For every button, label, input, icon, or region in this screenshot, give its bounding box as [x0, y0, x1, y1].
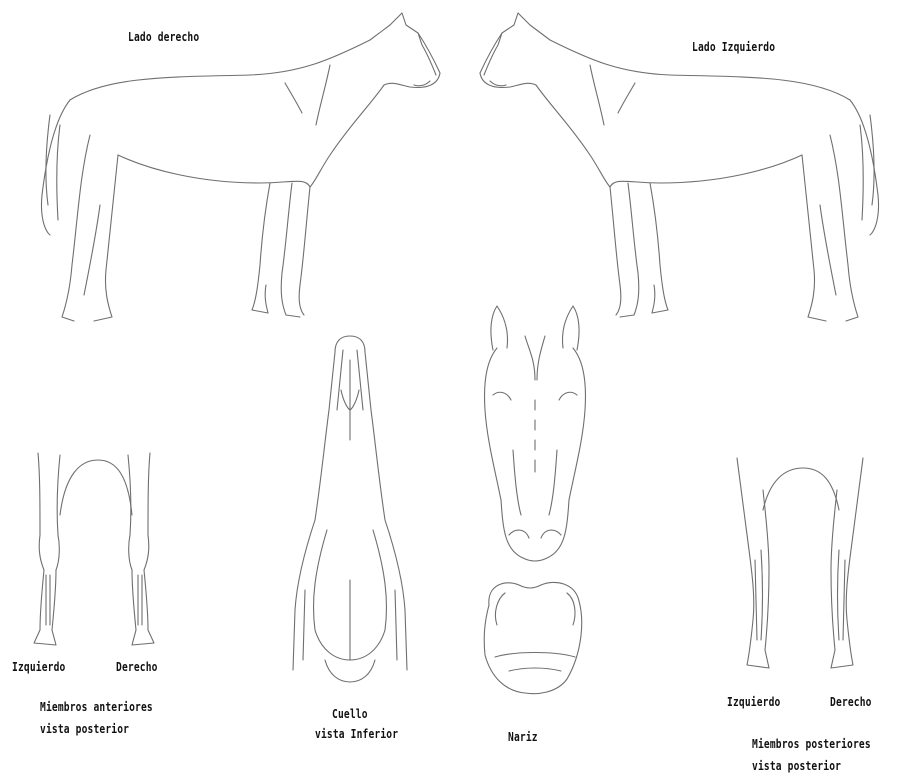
- nose-drawing: [475, 575, 595, 700]
- label-hind-right: Derecho: [830, 695, 872, 709]
- neck-inferior-view-drawing: [285, 330, 415, 690]
- label-front-left: Izquierdo: [12, 660, 65, 674]
- label-neck-line1: Cuello: [332, 707, 368, 721]
- label-right-side: Lado derecho: [128, 30, 199, 44]
- hind-legs-posterior-drawing: [725, 450, 875, 680]
- horse-left-side-drawing: [470, 5, 890, 335]
- label-hind-caption-line2: vista posterior: [752, 759, 841, 773]
- label-hind-caption-line1: Miembros posteriores: [752, 737, 871, 751]
- label-nose: Nariz: [508, 730, 538, 744]
- label-front-right: Derecho: [116, 660, 158, 674]
- front-legs-posterior-drawing: [20, 445, 170, 655]
- label-neck-line2: vista Inferior: [315, 727, 398, 741]
- head-front-view-drawing: [475, 300, 595, 565]
- label-hind-left: Izquierdo: [727, 695, 780, 709]
- label-front-caption-line1: Miembros anteriores: [40, 700, 153, 714]
- label-front-caption-line2: vista posterior: [40, 722, 129, 736]
- label-left-side: Lado Izquierdo: [692, 40, 775, 54]
- horse-right-side-drawing: [30, 5, 450, 335]
